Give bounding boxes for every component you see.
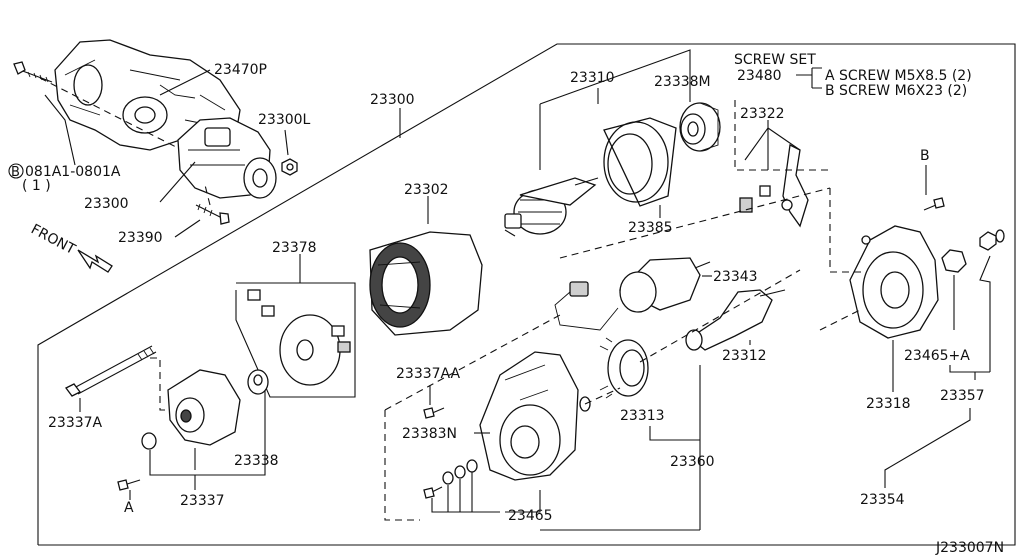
label-23357: 23357 [940,388,985,404]
label-bolt-circle: B [11,165,20,180]
assembly-outline [37,43,1016,546]
rear-housing-23318-icon [849,225,939,339]
mounting-bolt-top [13,61,53,83]
engine-block-illustration [54,39,241,151]
bushing-23338-icon [247,369,269,395]
diagram-code: J233007N [935,540,1004,556]
screw-a-icon [117,479,141,491]
label-23338M: 23338M [654,74,711,90]
label-23322: 23322 [740,106,785,122]
label-23385: 23385 [628,220,673,236]
yoke-23385-icon [603,117,677,207]
brush-23322-icon [739,144,809,228]
bolt-circle-b-icon [8,163,24,179]
through-bolt-23337A-icon [65,345,157,397]
bolt-23390-icon [195,203,230,225]
label-23343: 23343 [713,269,758,285]
screw-set-title: SCREW SET [734,52,816,68]
label-23318: 23318 [866,396,911,412]
shaft-23312-icon [685,289,786,351]
label-23312: 23312 [722,348,767,364]
label-b-top: B [920,148,930,164]
label-23338: 23338 [234,453,279,469]
washer-set-23465-icon [423,459,478,499]
screw-set-b: B SCREW M6X23 (2) [825,83,967,99]
label-23465: 23465 [508,508,553,524]
label-front: FRONT [28,221,78,258]
label-23310: 23310 [570,70,615,86]
label-23337AA: 23337AA [396,366,461,382]
nut-23300L-icon [281,158,298,176]
screw-set-part-no: 23480 [737,68,782,84]
yoke-23302-icon [369,231,483,336]
label-23337A: 23337A [48,415,103,431]
rear-cover-23337-icon [141,369,241,450]
label-23300-left: 23300 [84,196,129,212]
label-23300-top: 23300 [370,92,415,108]
nut-23465A-icon [941,229,1005,273]
starter-motor-installed [177,117,277,199]
solenoid-23343-icon [554,257,711,331]
screw-23337AA-icon [423,407,445,419]
screw-set-a: A SCREW M5X8.5 (2) [825,68,972,84]
brush-holder-23378-group [235,254,356,398]
label-bolt-code: 081A1-0801A [25,164,121,180]
label-23354: 23354 [860,492,905,508]
gear-23313-icon [599,337,649,399]
label-23465A: 23465+A [904,348,970,364]
bearing-23338M-icon [679,102,721,152]
armature-23310-icon [504,177,599,237]
front-arrow-icon [77,249,113,273]
label-23302: 23302 [404,182,449,198]
screw-b-icon [923,197,945,211]
label-23378: 23378 [272,240,317,256]
label-bolt-qty: ( 1 ) [22,178,51,194]
label-a-bottom: A [124,500,134,516]
label-23300L: 23300L [258,112,311,128]
label-23360: 23360 [670,454,715,470]
label-23470P: 23470P [214,62,267,78]
label-23337: 23337 [180,493,225,509]
label-23383N: 23383N [402,426,457,442]
label-23313: 23313 [620,408,665,424]
label-23390: 23390 [118,230,163,246]
drive-housing-23383N-icon [479,351,591,481]
